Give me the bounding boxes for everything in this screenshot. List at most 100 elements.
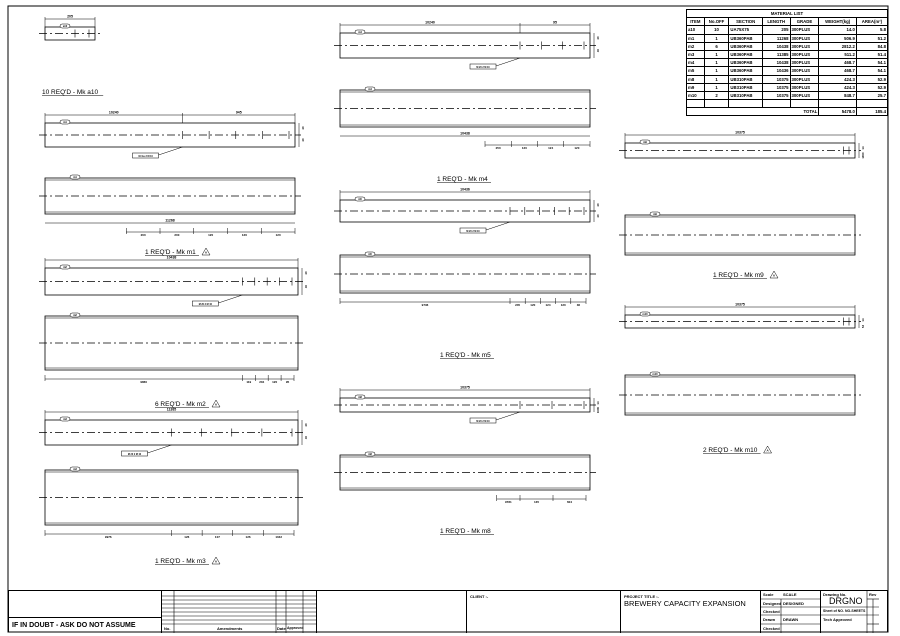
table-cell: UA75X75 xyxy=(728,25,763,35)
dimension-top: 205 xyxy=(67,15,73,19)
dimension-bottom: 9860 xyxy=(140,380,147,384)
mark-tag-text: m9 xyxy=(653,212,657,216)
table-cell: 11385 xyxy=(761,49,791,60)
mark-tag-text: m10 xyxy=(642,312,648,316)
mark-tag-text: m1 xyxy=(63,120,67,124)
dimension-overall: 11268 xyxy=(165,219,175,223)
mark-tag xyxy=(639,139,651,145)
mark-tag xyxy=(69,466,81,472)
revision-triangle-icon xyxy=(769,270,779,279)
leader-line xyxy=(218,294,243,304)
drawing-no-label: Drawing No. xyxy=(823,592,847,597)
elevation-view xyxy=(624,374,856,416)
amendment-grid xyxy=(162,591,317,633)
dimension-bottom: 120 xyxy=(276,233,281,237)
table-cell xyxy=(728,99,763,109)
table-cell: 300PLUS xyxy=(789,33,820,43)
tech-approved: Tech Approved xyxy=(823,617,852,622)
bolt-note xyxy=(459,227,487,234)
table-cell: 2812.2 xyxy=(818,41,857,51)
dimension-side: 40 xyxy=(304,271,308,275)
table-cell: 468.7 xyxy=(818,58,857,68)
dimension-bottom: 120 xyxy=(208,233,213,237)
leader-line xyxy=(158,146,183,156)
table-cell: m5 xyxy=(686,66,705,76)
column-header: No.OFF xyxy=(703,17,730,27)
dimension-side: 40 xyxy=(304,285,308,289)
bolt-note xyxy=(192,300,219,307)
table-row-empty xyxy=(686,99,889,109)
table-cell: UB360PAB xyxy=(728,66,763,76)
table-cell: 2 xyxy=(703,90,730,101)
table-cell: 10438 xyxy=(761,58,791,68)
dimension-bottom: 604 xyxy=(567,500,572,504)
mark-tag-text: m2 xyxy=(63,265,67,269)
mark-tag xyxy=(364,451,376,457)
dimension-top: 945 xyxy=(236,111,242,115)
dimension-top: 11385 xyxy=(167,408,177,412)
warning-cell: IF IN DOUBT - ASK DO NOT ASSUME xyxy=(9,591,161,633)
table-cell: 5.8 xyxy=(855,25,889,35)
material-list-title: MATERIAL LIST xyxy=(686,8,888,19)
table-cell: m9 xyxy=(686,82,705,92)
column-header: LENGTH xyxy=(761,17,791,27)
checked2-label: Checked xyxy=(763,626,780,631)
drawn-value: DRAWN xyxy=(783,617,799,622)
dimension-bottom: 120 xyxy=(574,146,579,150)
table-cell: UB360PAB xyxy=(728,58,763,68)
client-label: CLIENT :- xyxy=(470,594,489,599)
mark-tag xyxy=(354,29,366,35)
dimension-bottom: 120 xyxy=(561,303,566,307)
table-cell: 1 xyxy=(703,74,730,84)
dimension-top: 10240 xyxy=(109,111,119,115)
table-cell: 468.7 xyxy=(818,66,857,76)
bolt-note-text: M 20 2 M 10 xyxy=(199,303,213,306)
table-cell: 14.0 xyxy=(818,25,857,35)
dimension-bottom: 126 xyxy=(246,535,251,539)
dimension-top: 10375 xyxy=(460,386,470,390)
member-title: 1 REQ'D - Mk m9 xyxy=(713,272,764,279)
table-cell: UB360PAB xyxy=(728,33,763,43)
revision-label: A xyxy=(215,403,218,407)
dimension-side: 40 xyxy=(596,49,600,53)
bolt-note xyxy=(132,152,159,159)
dimension-bottom: 120 xyxy=(272,380,277,384)
leader-line xyxy=(495,411,521,421)
dimension-side: 40 xyxy=(304,423,308,427)
mark-tag-text: m10 xyxy=(652,372,658,376)
dimension-bottom: 250 xyxy=(496,146,501,150)
table-cell: 1 xyxy=(703,58,730,68)
table-cell xyxy=(855,99,889,109)
dimension-bottom: 204 xyxy=(259,380,264,384)
member-title: 2 REQ'D - Mk m10 xyxy=(703,447,758,454)
table-cell xyxy=(761,99,791,109)
dimension-bottom: 1042 xyxy=(275,535,282,539)
leader-line xyxy=(485,221,511,231)
amend-date-header: Date xyxy=(277,626,286,631)
mark-tag xyxy=(59,23,71,29)
table-cell: UB310PAB xyxy=(728,74,763,84)
bolt-note xyxy=(469,63,497,70)
amendments-table: No. Amendments Date Approved xyxy=(161,591,317,633)
table-cell: 848.7 xyxy=(818,90,857,101)
project-label: PROJECT TITLE :- xyxy=(624,594,659,599)
amend-approved-header: Approved xyxy=(287,626,304,630)
mark-tag xyxy=(639,311,651,317)
member-title: 6 REQ'D - Mk m2 xyxy=(155,401,206,408)
checked-label: Checked xyxy=(763,609,780,614)
table-cell: 300PLUS xyxy=(789,25,820,35)
dimension-bottom: 135 xyxy=(534,500,539,504)
bolt-note xyxy=(469,417,497,424)
